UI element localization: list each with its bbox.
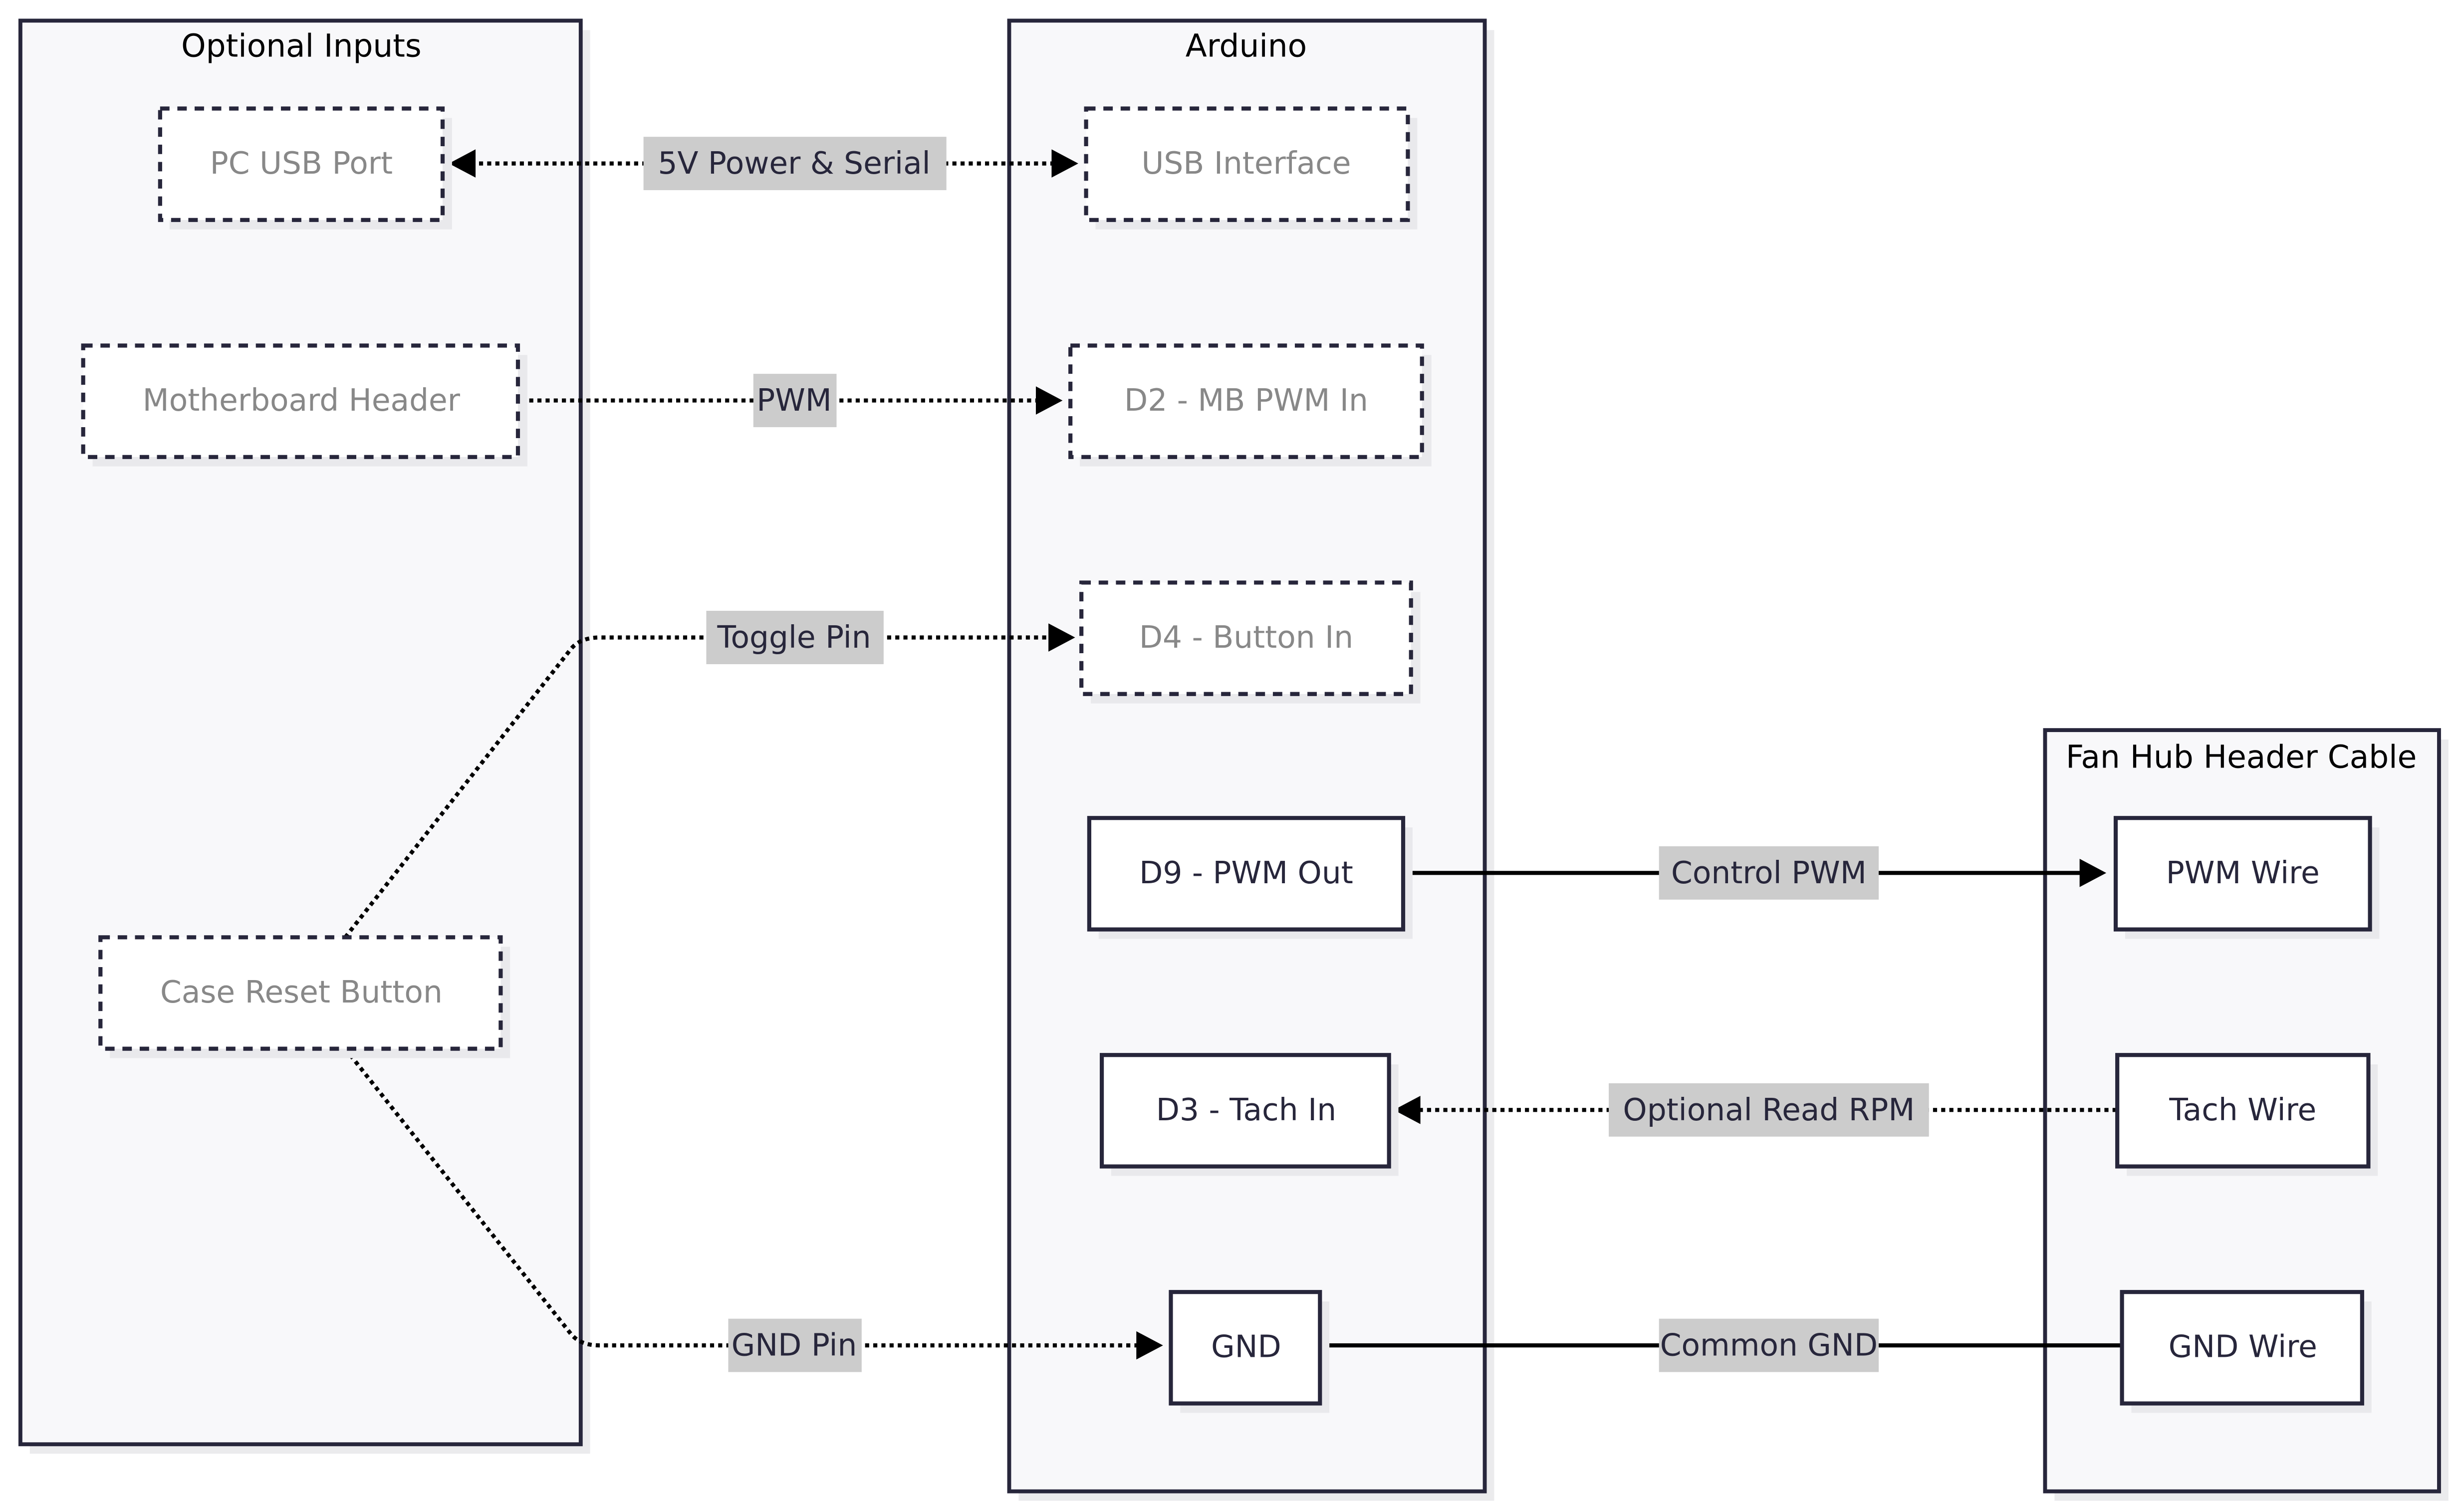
- node-gnd[interactable]: GND: [1169, 1290, 1330, 1413]
- node-usb-interface[interactable]: USB Interface: [1084, 106, 1418, 230]
- node-d4-button-in[interactable]: D4 - Button In: [1079, 580, 1421, 704]
- node-label-gnd: GND: [1211, 1329, 1281, 1365]
- edge-toggle-pin[interactable]: Toggle Pin: [343, 611, 1075, 939]
- cluster-arduino: Arduino: [1007, 18, 1494, 1501]
- edge-common-gnd[interactable]: Common GND: [1320, 1318, 2122, 1372]
- node-gnd-wire[interactable]: GND Wire: [2120, 1290, 2372, 1413]
- edge-5v-power-serial[interactable]: 5V Power & Serial: [449, 137, 1078, 191]
- edge-control-pwm[interactable]: Control PWM: [1403, 846, 2107, 900]
- node-label-d4-button-in: D4 - Button In: [1139, 620, 1353, 655]
- cluster-optional-inputs: Optional Inputs: [18, 18, 590, 1454]
- node-label-motherboard-header: Motherboard Header: [143, 383, 461, 418]
- arrowhead-right-icon: [1136, 1331, 1163, 1360]
- edge-label-5v-power-serial: 5V Power & Serial: [658, 146, 930, 181]
- edge-gnd-pin[interactable]: GND Pin: [343, 1047, 1163, 1372]
- edge-pwm[interactable]: PWM: [521, 374, 1063, 428]
- arrowhead-left-icon: [1394, 1095, 1421, 1124]
- edge-label-gnd-pin: GND Pin: [732, 1328, 857, 1363]
- node-label-tach-wire: Tach Wire: [2169, 1092, 2316, 1128]
- node-pwm-wire[interactable]: PWM Wire: [2113, 816, 2380, 939]
- node-tach-wire[interactable]: Tach Wire: [2115, 1053, 2378, 1176]
- node-case-reset-button[interactable]: Case Reset Button: [98, 935, 510, 1058]
- edge-optional-read-rpm[interactable]: Optional Read RPM: [1394, 1083, 2116, 1137]
- edge-label-common-gnd: Common GND: [1660, 1328, 1878, 1363]
- edge-label-toggle-pin: Toggle Pin: [717, 620, 871, 655]
- node-d3-tach-in[interactable]: D3 - Tach In: [1099, 1053, 1399, 1176]
- node-label-pwm-wire: PWM Wire: [2166, 855, 2320, 891]
- cluster-title-arduino: Arduino: [1186, 28, 1307, 64]
- edge-label-pwm: PWM: [756, 383, 832, 418]
- node-label-d2-mb-pwm-in: D2 - MB PWM In: [1124, 383, 1368, 418]
- node-label-d9-pwm-out: D9 - PWM Out: [1139, 855, 1353, 891]
- arrowhead-left-icon: [449, 149, 476, 178]
- edge-label-control-pwm: Control PWM: [1671, 855, 1867, 891]
- arrowhead-right-icon: [1035, 386, 1063, 415]
- arrowhead-right-icon: [1051, 149, 1078, 178]
- arrowhead-right-icon: [1048, 623, 1075, 652]
- node-label-case-reset-button: Case Reset Button: [160, 975, 443, 1010]
- node-label-gnd-wire: GND Wire: [2169, 1329, 2317, 1365]
- node-label-pc-usb-port: PC USB Port: [210, 146, 393, 181]
- node-d2-mb-pwm-in[interactable]: D2 - MB PWM In: [1068, 343, 1432, 467]
- cluster-title-fan-hub: Fan Hub Header Cable: [2066, 739, 2417, 775]
- node-pc-usb-port[interactable]: PC USB Port: [158, 106, 452, 230]
- node-label-usb-interface: USB Interface: [1141, 146, 1351, 181]
- node-d9-pwm-out[interactable]: D9 - PWM Out: [1087, 816, 1413, 939]
- cluster-title-optional-inputs: Optional Inputs: [181, 28, 422, 64]
- arrowhead-right-icon: [2079, 859, 2107, 887]
- node-label-d3-tach-in: D3 - Tach In: [1156, 1092, 1336, 1128]
- edge-label-optional-read-rpm: Optional Read RPM: [1623, 1092, 1915, 1128]
- node-motherboard-header[interactable]: Motherboard Header: [81, 343, 527, 467]
